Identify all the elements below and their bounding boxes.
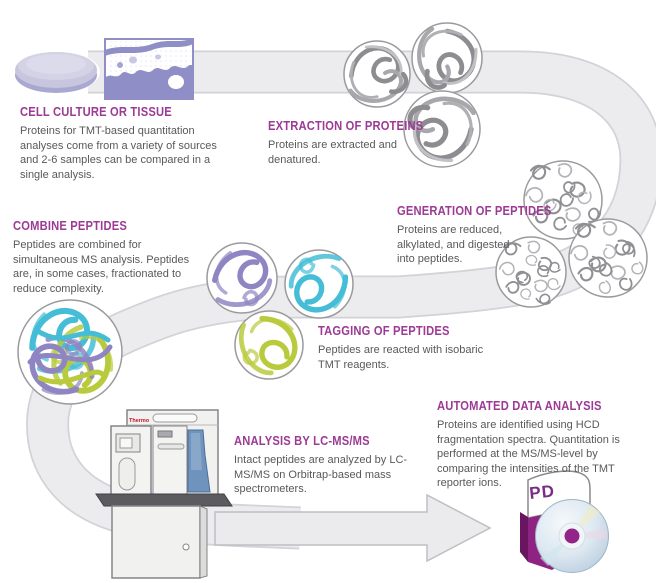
instrument-brand-logo: Thermo <box>129 418 150 424</box>
step-generation-description: Proteins are reduced, alkylated, and dig… <box>397 224 510 266</box>
step-combine: COMBINE PEPTIDES Peptides are combined f… <box>13 218 201 296</box>
software-box-label: PD <box>528 481 555 503</box>
step-extraction-description: Proteins are extracted and denatured. <box>268 139 398 166</box>
step-cell-culture-description: Proteins for TMT-based quantitation anal… <box>20 125 217 181</box>
protein-circles <box>341 22 482 167</box>
combined-peptides-circle <box>17 299 122 408</box>
peptide-circles <box>495 160 650 310</box>
step-tagging: TAGGING OF PEPTIDES Peptides are reacted… <box>318 323 486 372</box>
software-box-with-cd: PD <box>520 470 609 573</box>
step-combine-description: Peptides are combined for simultaneous M… <box>13 239 190 295</box>
cd-disc <box>535 499 609 573</box>
step-analysis-title: ANALYSIS BY LC-MS/MS <box>234 433 370 448</box>
step-cell-culture-title: CELL CULTURE OR TISSUE <box>20 104 172 119</box>
step-automated-analysis-title: AUTOMATED DATA ANALYSIS <box>437 398 602 413</box>
step-analysis-description: Intact peptides are analyzed by LC-MS/MS… <box>234 454 408 496</box>
step-cell-culture: CELL CULTURE OR TISSUE Proteins for TMT-… <box>20 104 225 182</box>
step-tagging-title: TAGGING OF PEPTIDES <box>318 323 450 338</box>
step-combine-title: COMBINE PEPTIDES <box>13 218 127 233</box>
mass-spectrometer: Thermo <box>95 409 233 579</box>
step-extraction: EXTRACTION OF PROTEINS Proteins are extr… <box>268 118 436 167</box>
step-tagging-description: Peptides are reacted with isobaric TMT r… <box>318 344 484 371</box>
petri-dish <box>12 51 100 93</box>
step-generation: GENERATION OF PEPTIDES Proteins are redu… <box>397 203 552 267</box>
step-extraction-title: EXTRACTION OF PROTEINS <box>268 118 424 133</box>
step-automated-analysis-description: Proteins are identified using HCD fragme… <box>437 419 620 490</box>
flow-arrow <box>214 493 492 563</box>
step-generation-title: GENERATION OF PEPTIDES <box>397 203 552 218</box>
step-analysis: ANALYSIS BY LC-MS/MS Intact peptides are… <box>234 433 426 497</box>
step-automated-analysis: AUTOMATED DATA ANALYSIS Proteins are ide… <box>437 398 645 491</box>
tagged-peptide-circles <box>204 243 358 381</box>
tissue-section <box>104 38 194 100</box>
